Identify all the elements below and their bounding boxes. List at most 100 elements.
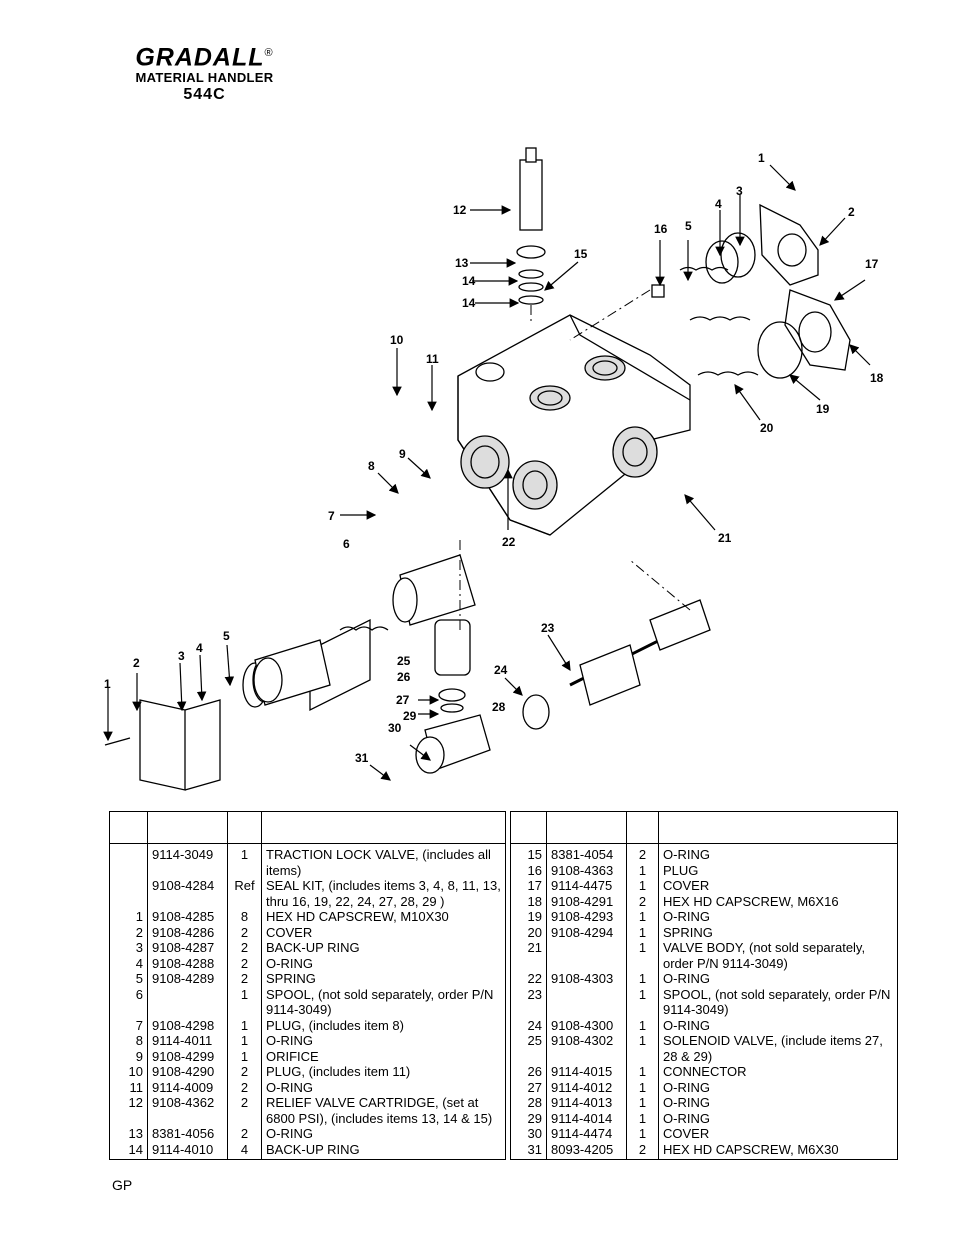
part-number-cell: 9114-4015 xyxy=(546,1064,627,1080)
callout-label: 19 xyxy=(816,402,830,416)
callout-label: 15 xyxy=(574,247,588,261)
part-number-cell: 9114-4474 xyxy=(546,1126,627,1142)
callout-label: 5 xyxy=(685,219,692,233)
description-cell: O-RING xyxy=(658,971,898,987)
item-number-cell: 16 xyxy=(510,862,547,878)
callout-label: 27 xyxy=(396,693,410,707)
registered-mark: ® xyxy=(264,47,274,59)
callout-label: 12 xyxy=(453,203,467,217)
left-spool-assembly-shape xyxy=(104,554,476,791)
callout-label: 29 xyxy=(403,709,417,723)
item-number-cell: 6 xyxy=(109,986,148,1018)
description-cell: BACK-UP RING xyxy=(261,1141,506,1160)
callout-label: 7 xyxy=(328,509,335,523)
part-number-cell: 9114-4014 xyxy=(546,1110,627,1126)
description-cell: HEX HD CAPSCREW, M10X30 xyxy=(261,909,506,925)
item-number-cell: 15 xyxy=(510,843,547,863)
quantity-cell: 2 xyxy=(626,893,659,909)
part-number-cell: 9108-4284 xyxy=(147,878,228,909)
callout-label: 1 xyxy=(758,151,765,165)
description-cell: O-RING xyxy=(261,1033,506,1049)
part-number-cell: 8381-4054 xyxy=(546,843,627,863)
part-number-cell: 9108-4294 xyxy=(546,924,627,940)
footer-code: GP xyxy=(112,1177,133,1193)
item-number-cell: 2 xyxy=(109,924,148,940)
callout-label: 23 xyxy=(541,621,555,635)
part-number-cell: 9108-4362 xyxy=(147,1095,228,1126)
header-item xyxy=(510,811,547,844)
item-number-cell: 7 xyxy=(109,1017,148,1033)
part-number-cell: 9108-4290 xyxy=(147,1064,228,1080)
quantity-cell: 2 xyxy=(227,971,262,987)
quantity-cell: 2 xyxy=(626,843,659,863)
description-cell: O-RING xyxy=(658,1017,898,1033)
quantity-cell: 1 xyxy=(626,1079,659,1095)
item-number-cell: 3 xyxy=(109,940,148,956)
description-cell: SEAL KIT, (includes items 3, 4, 8, 11, 1… xyxy=(261,878,506,909)
description-cell: HEX HD CAPSCREW, M6X30 xyxy=(658,1141,898,1160)
quantity-cell: 1 xyxy=(626,1017,659,1033)
item-number-cell: 20 xyxy=(510,924,547,940)
item-number-cell: 4 xyxy=(109,955,148,971)
callout-label: 3 xyxy=(736,184,743,198)
callout-label: 3 xyxy=(178,649,185,663)
quantity-cell: 4 xyxy=(227,1141,262,1160)
table-header-row xyxy=(109,811,506,844)
callout-label: 20 xyxy=(760,421,774,435)
description-cell: COVER xyxy=(261,924,506,940)
description-cell: TRACTION LOCK VALVE, (includes all items… xyxy=(261,843,506,878)
description-cell: BACK-UP RING xyxy=(261,940,506,956)
item-number-cell: 24 xyxy=(510,1017,547,1033)
solenoid-valve-shape xyxy=(415,619,491,774)
item-number-cell: 25 xyxy=(510,1033,547,1064)
quantity-cell: 1 xyxy=(626,971,659,987)
callout-label: 30 xyxy=(388,721,402,735)
item-number-cell: 27 xyxy=(510,1079,547,1095)
item-number-cell: 18 xyxy=(510,893,547,909)
item-number-cell: 13 xyxy=(109,1126,148,1142)
description-cell: ORIFICE xyxy=(261,1048,506,1064)
part-number-cell: 9108-4288 xyxy=(147,955,228,971)
callout-label: 14 xyxy=(462,274,476,288)
description-cell: SPRING xyxy=(658,924,898,940)
item-number-cell: 8 xyxy=(109,1033,148,1049)
quantity-cell: 1 xyxy=(626,1064,659,1080)
callout-label: 5 xyxy=(223,629,230,643)
brand-name: GRADALL xyxy=(135,43,265,72)
item-number-cell: 1 xyxy=(109,909,148,925)
description-cell: O-RING xyxy=(658,843,898,863)
header-description xyxy=(261,811,506,844)
item-number-cell xyxy=(109,843,148,878)
description-cell: VALVE BODY, (not sold separately, order … xyxy=(658,940,898,971)
right-cover-group-shape xyxy=(651,203,851,379)
description-cell: SOLENOID VALVE, (include items 27, 28 & … xyxy=(658,1033,898,1064)
item-number-cell: 5 xyxy=(109,971,148,987)
valve-body-shape xyxy=(457,314,691,536)
quantity-cell: 2 xyxy=(227,1126,262,1142)
part-number-cell: 9108-4289 xyxy=(147,971,228,987)
item-number-cell: 14 xyxy=(109,1141,148,1160)
callout-label: 22 xyxy=(502,535,516,549)
quantity-cell: 2 xyxy=(227,1095,262,1126)
description-cell: O-RING xyxy=(658,1079,898,1095)
header-part-number xyxy=(147,811,228,844)
callout-label: 6 xyxy=(343,537,350,551)
header-quantity xyxy=(227,811,262,844)
